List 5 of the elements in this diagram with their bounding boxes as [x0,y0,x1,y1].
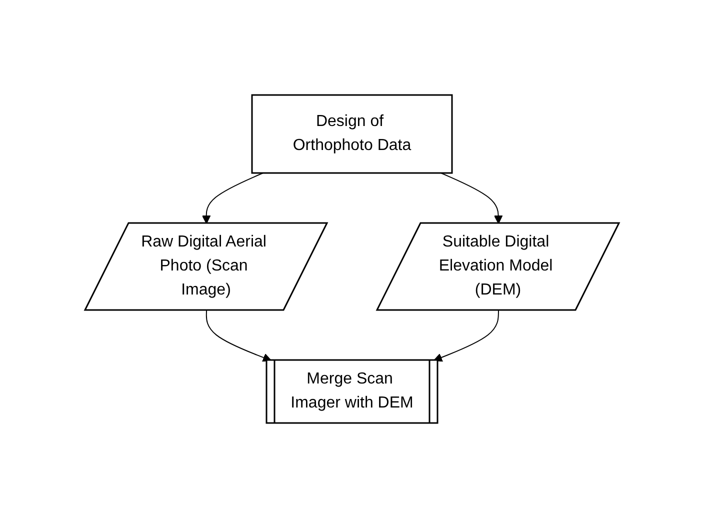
arrow [440,172,503,224]
arrow [206,310,272,362]
arrow [434,310,499,362]
node-box: Design of Orthophoto Data [251,94,453,174]
arrow [202,172,264,224]
